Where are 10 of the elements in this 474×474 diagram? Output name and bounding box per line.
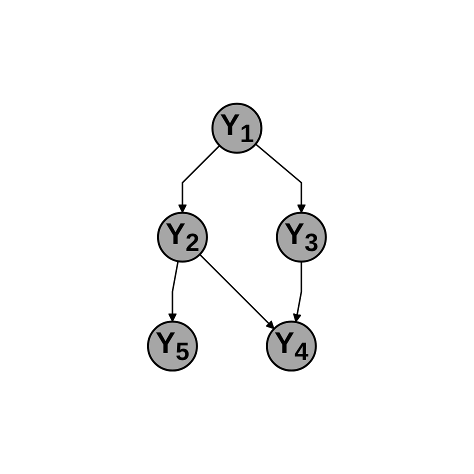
- node-circle: Y$_{3}$: [276, 212, 327, 262]
- node-circle: Y$_{4}$: [266, 320, 317, 372]
- arrow: [199, 254, 275, 330]
- node-circle: Y$_{1}$: [212, 102, 262, 154]
- node-circle: Y$_{2}$: [157, 212, 208, 262]
- arrow: [168, 260, 179, 322]
- node-circle: Y$_{5}$: [147, 320, 198, 372]
- arrow: [178, 144, 220, 213]
- arrow: [293, 261, 302, 322]
- arrow: [255, 143, 306, 213]
